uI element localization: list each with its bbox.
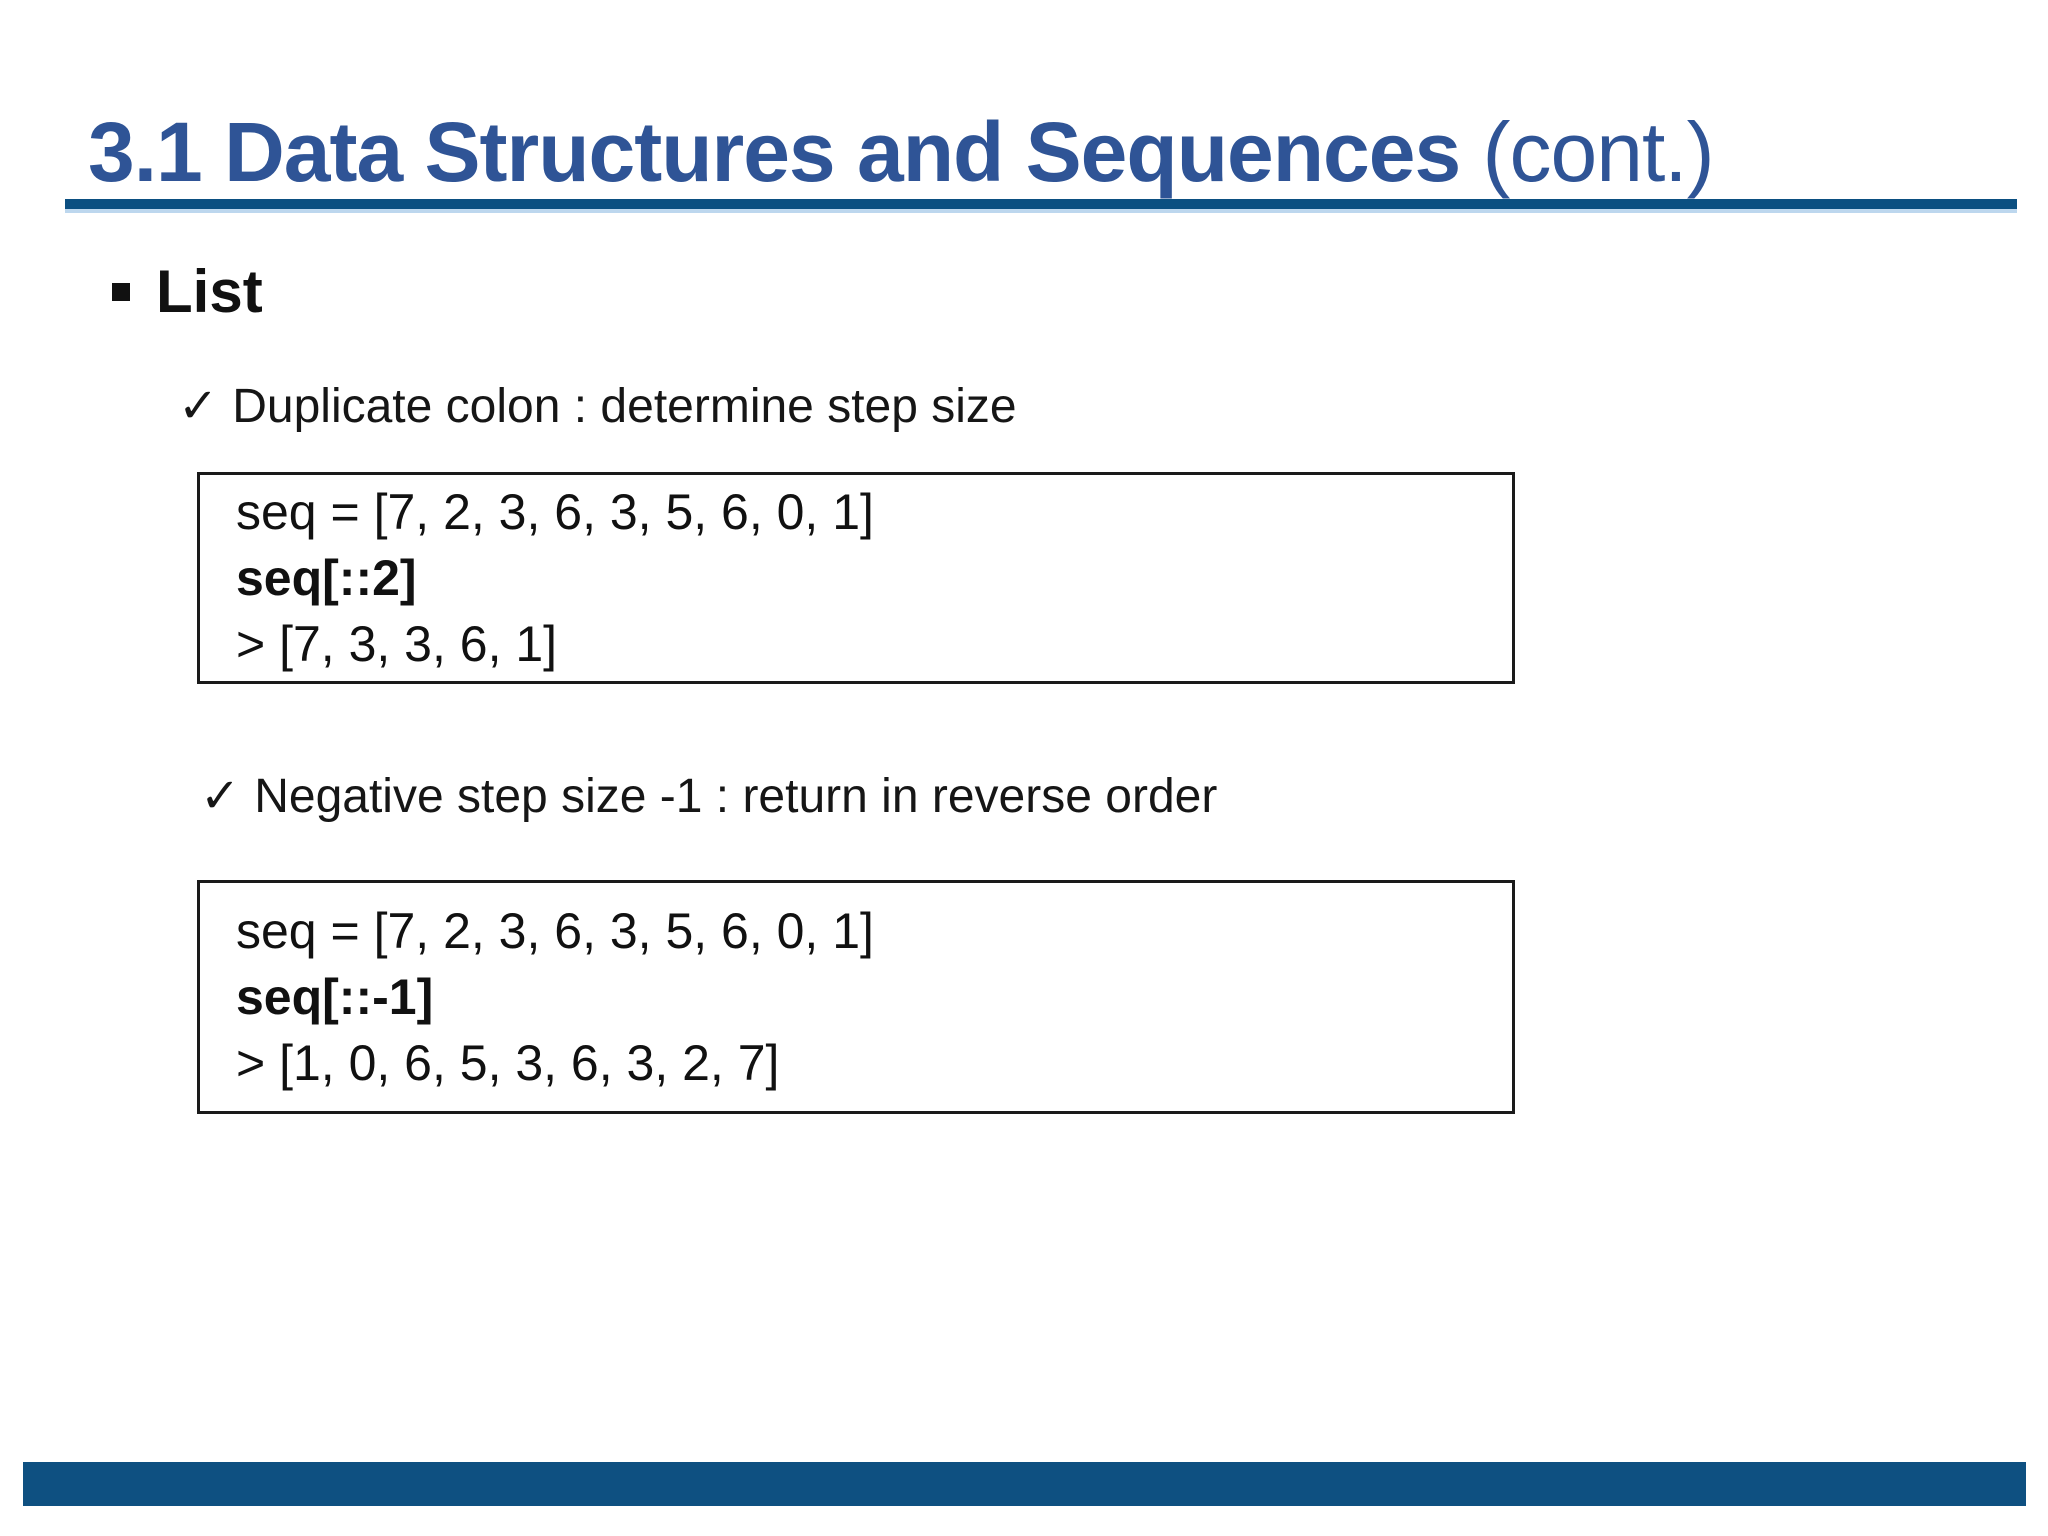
page-title: 3.1 Data Structures and Sequences (cont.… — [88, 104, 1715, 201]
check-item-text: Duplicate colon : determine step size — [232, 380, 1017, 433]
code-line-slice-expression: seq[::2] — [236, 550, 417, 606]
page-title-suffix: (cont.) — [1460, 105, 1715, 200]
check-item-duplicate-colon: ✓Duplicate colon : determine step size — [178, 378, 1017, 434]
check-item-negative-step: ✓Negative step size -1 : return in rever… — [200, 768, 1217, 824]
code-line-slice-expression: seq[::-1] — [236, 969, 434, 1025]
code-box-reverse-order: seq = [7, 2, 3, 6, 3, 5, 6, 0, 1] seq[::… — [197, 880, 1515, 1114]
code-line-seq-assignment: seq = [7, 2, 3, 6, 3, 5, 6, 0, 1] — [236, 903, 874, 959]
code-line-seq-assignment: seq = [7, 2, 3, 6, 3, 5, 6, 0, 1] — [236, 484, 874, 540]
code-box-step-size: seq = [7, 2, 3, 6, 3, 5, 6, 0, 1] seq[::… — [197, 472, 1515, 684]
code-line-output: > [1, 0, 6, 5, 3, 6, 3, 2, 7] — [236, 1035, 780, 1091]
square-bullet-icon — [112, 283, 130, 301]
code-line-output: > [7, 3, 3, 6, 1] — [236, 616, 558, 672]
list-label: List — [156, 258, 263, 325]
page-title-main: 3.1 Data Structures and Sequences — [88, 105, 1461, 200]
list-bullet-row: List — [112, 262, 263, 322]
checkmark-icon: ✓ — [200, 770, 241, 823]
check-item-text: Negative step size -1 : return in revers… — [254, 770, 1218, 823]
checkmark-icon: ✓ — [178, 380, 219, 433]
title-underline-rule — [65, 199, 2017, 213]
footer-accent-bar — [23, 1462, 2026, 1506]
